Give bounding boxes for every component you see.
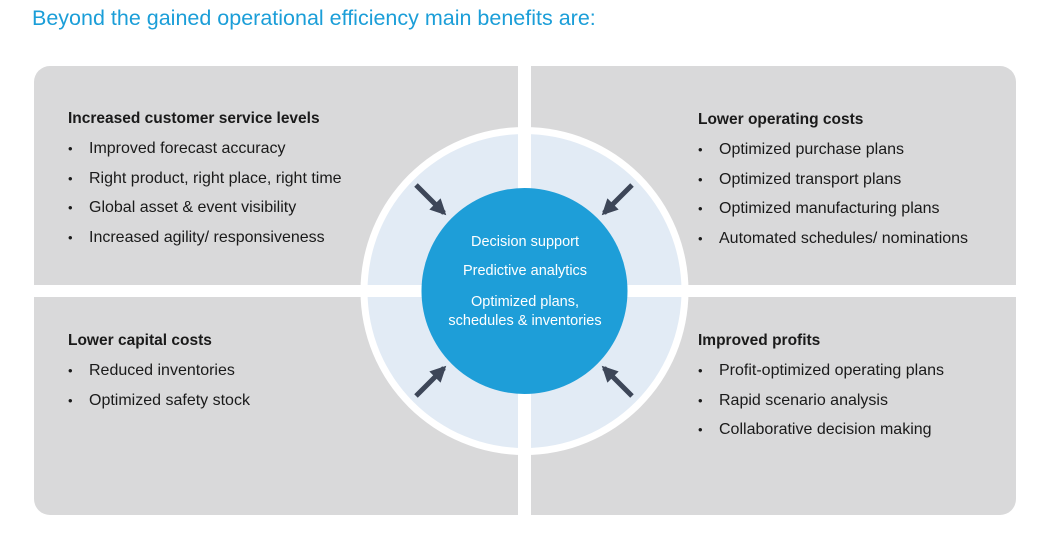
predictive-analytics-label: Predictive analytics — [462, 263, 588, 279]
list-item: Collaborative decision making — [698, 415, 944, 445]
list-item: Automated schedules/ nominations — [698, 224, 968, 254]
quadrant-heading: Lower capital costs — [68, 332, 212, 349]
arrow-bottom-right-icon — [601, 365, 634, 398]
arrow-top-right-icon — [601, 183, 634, 216]
list-item: Improved forecast accuracy — [68, 134, 342, 164]
benefit-list: Optimized purchase plans Optimized trans… — [698, 135, 968, 253]
list-item: Increased agility/ responsiveness — [68, 223, 342, 253]
benefit-list: Profit-optimized operating plans Rapid s… — [698, 356, 944, 445]
decision-support-label: Decision support — [471, 234, 579, 250]
list-item: Profit-optimized operating plans — [698, 356, 944, 386]
operating-costs-block: Lower operating costs Optimized purchase… — [698, 111, 968, 253]
benefit-list: Improved forecast accuracy Right product… — [68, 134, 342, 252]
quadrant-heading: Lower operating costs — [698, 111, 864, 128]
page-title: Beyond the gained operational efficiency… — [32, 6, 596, 30]
list-item: Rapid scenario analysis — [698, 386, 944, 416]
arrow-bottom-left-icon — [414, 365, 447, 398]
list-item: Optimized transport plans — [698, 165, 968, 195]
improved-profits-block: Improved profits Profit-optimized operat… — [698, 332, 944, 445]
optimized-plans-line1: Optimized plans, — [471, 294, 579, 310]
benefit-list: Reduced inventories Optimized safety sto… — [68, 356, 250, 415]
capital-costs-block: Lower capital costs Reduced inventories … — [68, 332, 250, 415]
list-item: Global asset & event visibility — [68, 193, 342, 223]
list-item: Optimized purchase plans — [698, 135, 968, 165]
list-item: Optimized manufacturing plans — [698, 194, 968, 224]
center-circle — [421, 188, 628, 394]
quadrant-heading: Increased customer service levels — [68, 110, 320, 127]
list-item: Reduced inventories — [68, 356, 250, 386]
optimized-plans-label: Optimized plans, schedules & inventories — [425, 293, 625, 330]
customer-service-block: Increased customer service levels Improv… — [68, 110, 342, 252]
list-item: Right product, right place, right time — [68, 164, 342, 194]
quadrant-heading: Improved profits — [698, 332, 821, 349]
list-item: Optimized safety stock — [68, 386, 250, 416]
optimized-plans-line2: schedules & inventories — [448, 312, 602, 329]
arrow-top-left-icon — [414, 183, 447, 216]
